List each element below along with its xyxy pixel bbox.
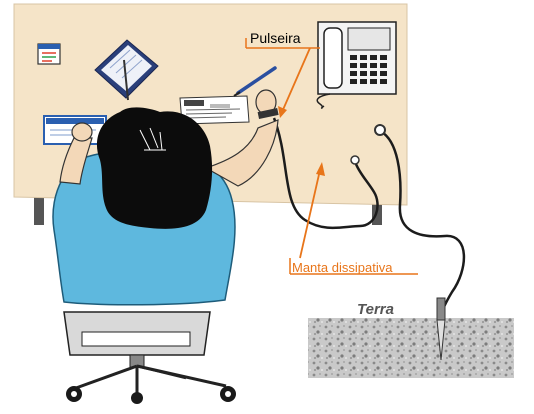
ground-block xyxy=(308,318,514,378)
wrist-strap-band xyxy=(257,107,279,119)
phone-icon xyxy=(316,21,397,109)
manta-pointer xyxy=(289,162,418,275)
desk-leg-left xyxy=(34,195,44,225)
person-hair-highlight xyxy=(139,127,166,151)
pulseira-pointer xyxy=(245,38,320,118)
mat-snap xyxy=(350,155,360,165)
pulseira-label: Pulseira xyxy=(250,30,301,46)
person-hair xyxy=(96,107,213,229)
wrist-strap-cord xyxy=(272,117,379,230)
calendar-icon xyxy=(37,43,61,65)
pen-icon xyxy=(233,66,277,97)
clipboard-icon xyxy=(94,39,159,101)
document-icon xyxy=(179,95,250,125)
manta-dissipativa-label: Manta dissipativa xyxy=(292,260,393,275)
person-left-hand xyxy=(71,122,93,142)
person-left-arm xyxy=(59,137,93,185)
person-right-arm xyxy=(204,119,279,187)
mat-ground-cord xyxy=(379,129,466,317)
mat-connector xyxy=(374,124,386,136)
ground-rod xyxy=(436,297,446,361)
chair xyxy=(63,311,236,404)
terra-label: Terra xyxy=(357,301,394,318)
